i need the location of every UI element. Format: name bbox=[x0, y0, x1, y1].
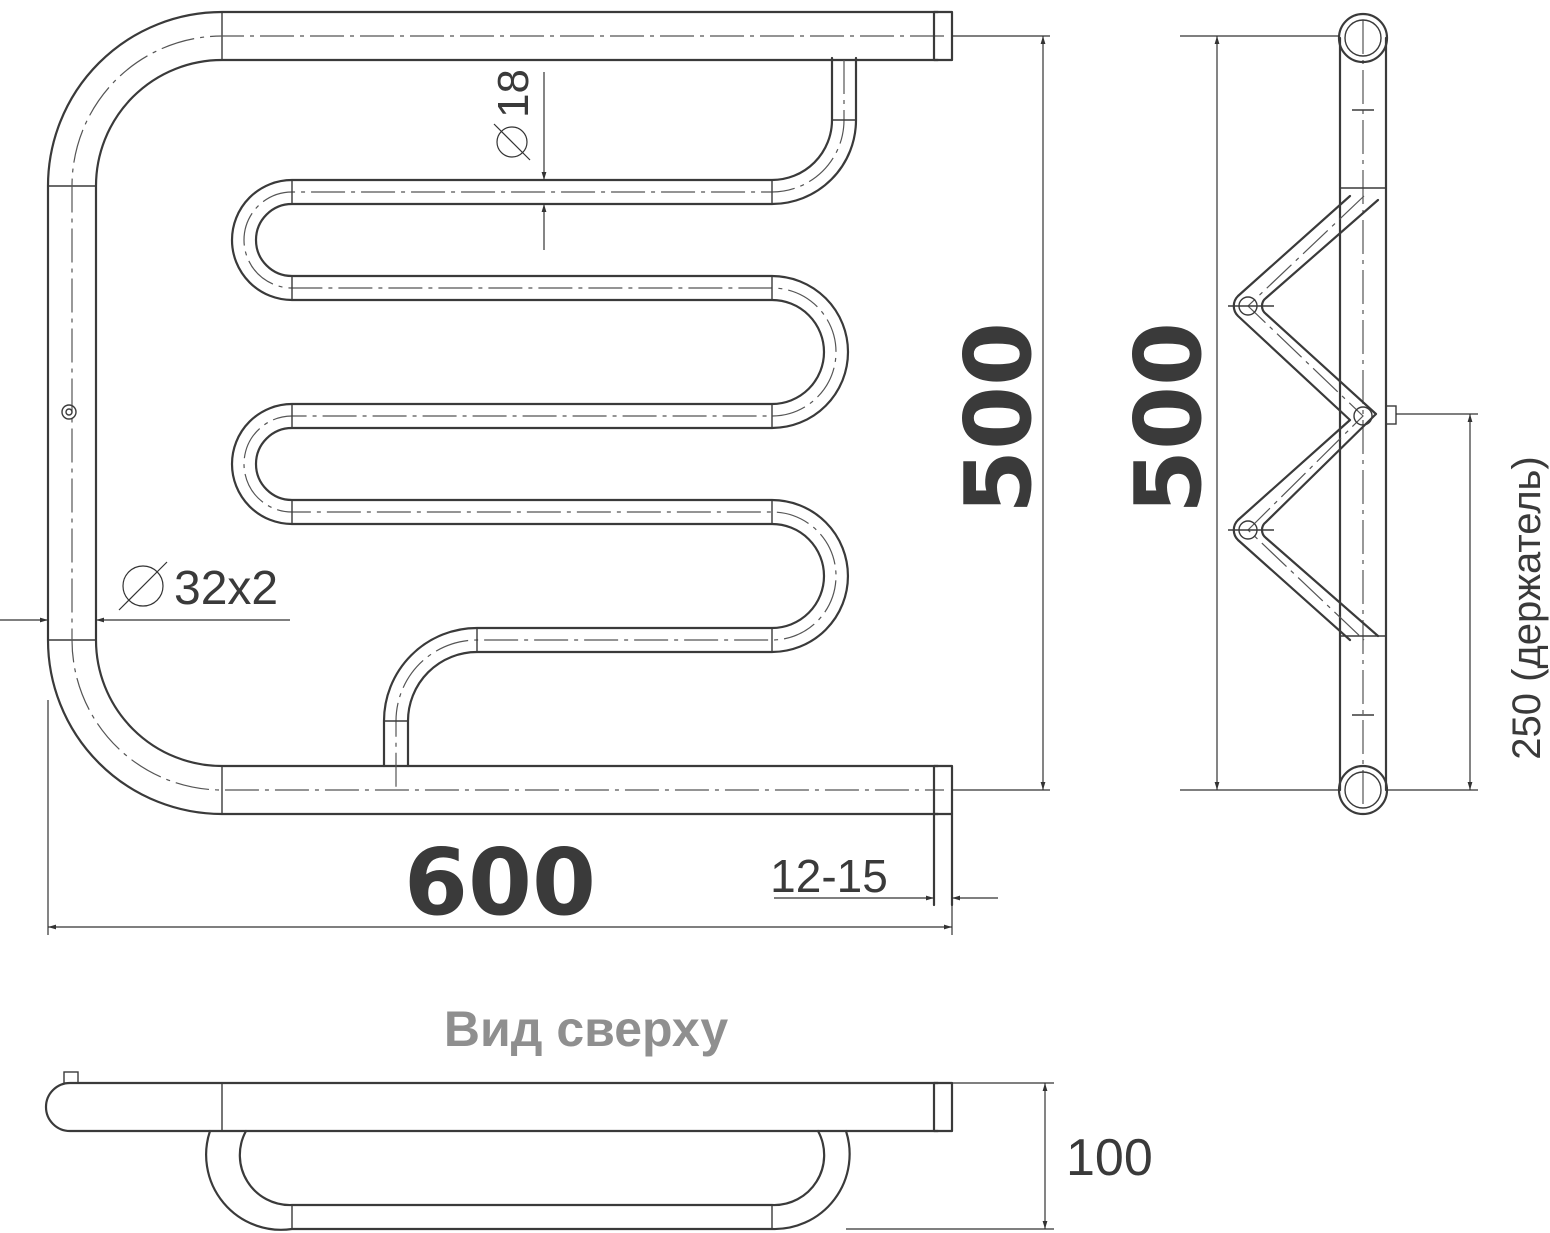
small-pipe-dimension: 18 bbox=[489, 69, 547, 250]
height-label: 500 bbox=[945, 322, 1052, 514]
air-vent-screw bbox=[61, 404, 77, 420]
holder-label: 250 (держатель) bbox=[1505, 456, 1549, 759]
wall-gap-label: 12-15 bbox=[770, 850, 888, 902]
top-view-title: Вид сверху bbox=[444, 1001, 728, 1057]
small-pipe-label: 18 bbox=[489, 69, 538, 118]
width-label: 600 bbox=[404, 829, 596, 936]
side-zigzag-tube bbox=[1228, 194, 1397, 642]
front-view: 500 18 32x2 bbox=[0, 10, 1052, 936]
side-height-label: 500 bbox=[1115, 322, 1222, 514]
side-frame-tube bbox=[1338, 20, 1388, 806]
serpentine-tube bbox=[230, 56, 858, 790]
diameter-icon bbox=[493, 123, 531, 161]
side-view: 500 250 (держатель) bbox=[1115, 12, 1549, 816]
diameter-icon bbox=[118, 561, 168, 611]
side-end-top bbox=[1337, 12, 1389, 64]
depth-label: 100 bbox=[1066, 1129, 1153, 1187]
top-serpentine-tube bbox=[205, 1129, 851, 1231]
side-height-dimension: 500 bbox=[1115, 35, 1339, 791]
top-view: Вид сверху 100 bbox=[44, 1001, 1153, 1231]
main-pipe-label: 32x2 bbox=[174, 562, 278, 615]
top-frame-tube bbox=[44, 1071, 954, 1133]
depth-dimension: 100 bbox=[846, 1082, 1153, 1230]
wall-gap-dimension: 12-15 bbox=[770, 850, 998, 902]
holder-dimension: 250 (держатель) bbox=[1387, 413, 1549, 791]
height-dimension: 500 bbox=[945, 35, 1052, 791]
main-frame-tube bbox=[46, 10, 954, 907]
main-pipe-dimension: 32x2 bbox=[0, 561, 290, 640]
width-dimension: 600 bbox=[47, 700, 953, 936]
